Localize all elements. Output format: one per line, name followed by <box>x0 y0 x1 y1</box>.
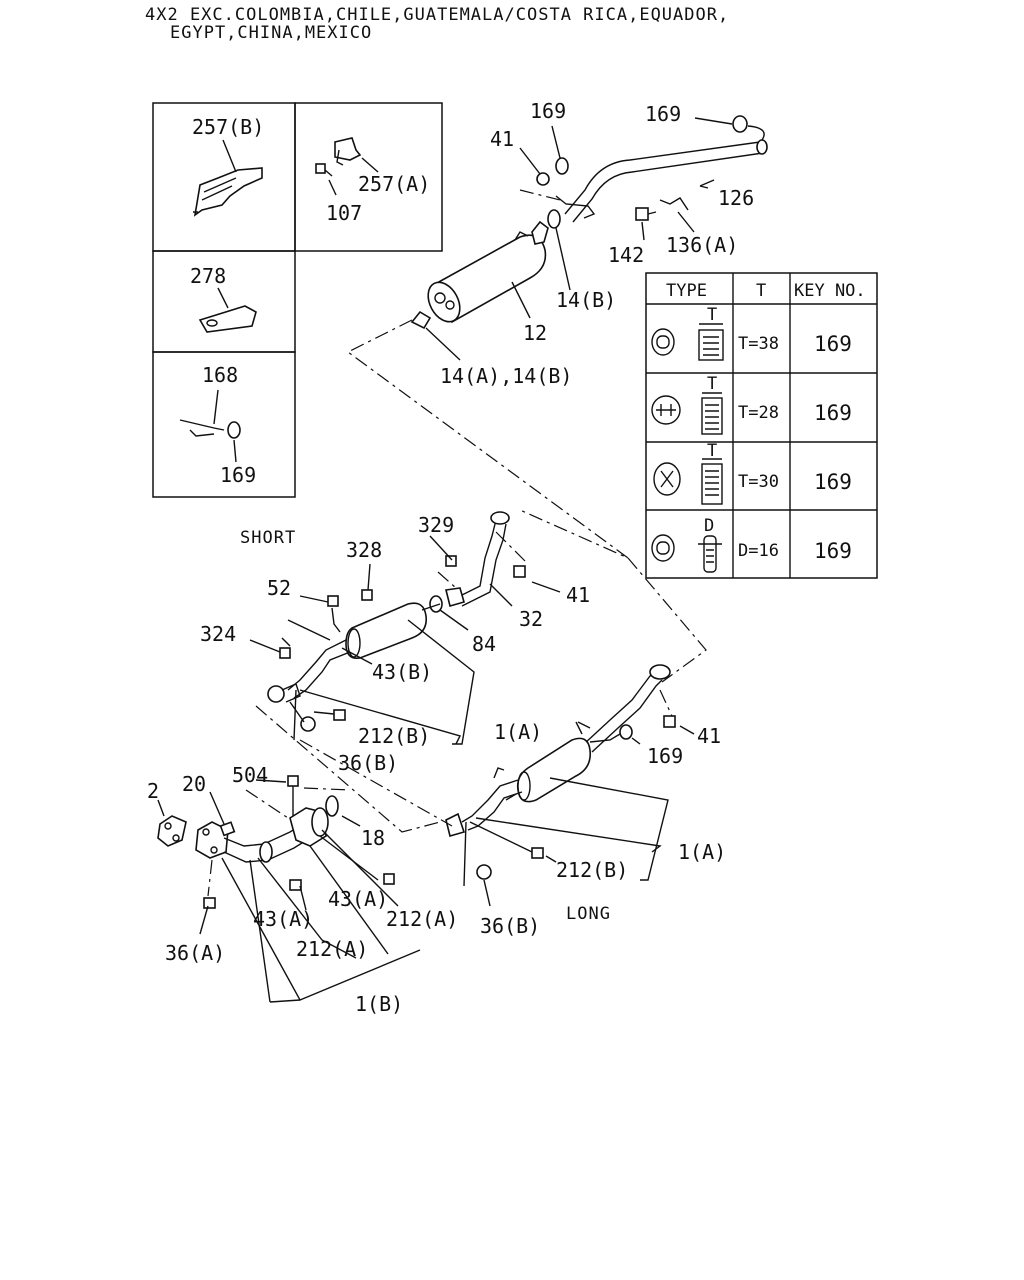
label-257b: 257(B) <box>192 115 264 139</box>
table-header-key: KEY NO. <box>794 281 866 301</box>
header-line-2: EGYPT,CHINA,MEXICO <box>170 23 372 43</box>
table-row: D D=16 169 <box>651 516 852 573</box>
label-18: 18 <box>361 826 385 850</box>
table-row-spec: T=38 <box>738 334 779 354</box>
label-52: 52 <box>267 576 291 600</box>
table-row-key: 169 <box>814 401 852 425</box>
label-257a: 257(A) <box>358 172 430 196</box>
label-12: 12 <box>523 321 547 345</box>
hanger-type-table: TYPE T KEY NO. T T=38 169 T T=28 169 <box>645 272 878 579</box>
label-1b: 1(B) <box>355 992 403 1016</box>
label-169-top-b: 169 <box>645 102 681 126</box>
table-row: T T=28 169 <box>651 374 852 435</box>
label-169-top-a: 169 <box>530 99 566 123</box>
inset-panel: 257(B) 257(A) 107 278 168 169 <box>152 102 443 498</box>
label-1a-long: 1(A) <box>678 840 726 864</box>
long-assembly-drawing <box>255 664 695 907</box>
label-20: 20 <box>182 772 206 796</box>
header-line-1: 4X2 EXC.COLOMBIA,CHILE,GUATEMALA/COSTA R… <box>145 5 729 25</box>
label-504: 504 <box>232 763 268 787</box>
label-107: 107 <box>326 201 362 225</box>
table-row-key: 169 <box>814 470 852 494</box>
label-84: 84 <box>472 632 496 656</box>
label-36a: 36(A) <box>165 941 225 965</box>
table-header-t: T <box>756 281 766 301</box>
label-142: 142 <box>608 243 644 267</box>
table-row-dim: T <box>707 441 717 461</box>
table-row-key: 169 <box>814 539 852 563</box>
clamp-257a-drawing <box>315 137 379 196</box>
label-41-short: 41 <box>566 583 590 607</box>
label-168: 168 <box>202 363 238 387</box>
table-row-key: 169 <box>814 332 852 356</box>
label-36b-long: 36(B) <box>480 914 540 938</box>
label-278: 278 <box>190 264 226 288</box>
label-329: 329 <box>418 513 454 537</box>
table-row-dim: D <box>704 516 714 536</box>
label-41-long: 41 <box>697 724 721 748</box>
label-43a-left: 43(A) <box>253 907 313 931</box>
rear-muffler-drawing <box>346 115 768 683</box>
table-row: T T=30 169 <box>653 441 852 505</box>
table-row-dim: T <box>707 305 717 325</box>
label-324: 324 <box>200 622 236 646</box>
bracket-257b-drawing <box>193 139 263 217</box>
label-169-long: 169 <box>647 744 683 768</box>
label-212a-right: 212(A) <box>386 907 458 931</box>
table-row: T T=38 169 <box>651 305 852 361</box>
table-row-spec: T=30 <box>738 472 779 492</box>
short-assembly-drawing <box>249 511 561 745</box>
label-328: 328 <box>346 538 382 562</box>
label-212a-left: 212(A) <box>296 937 368 961</box>
label-212b-short: 212(B) <box>358 724 430 748</box>
label-126: 126 <box>718 186 754 210</box>
label-long: LONG <box>566 904 611 924</box>
label-212b-long: 212(B) <box>556 858 628 882</box>
label-32: 32 <box>519 607 543 631</box>
label-43b: 43(B) <box>372 660 432 684</box>
label-41-top: 41 <box>490 127 514 151</box>
label-2: 2 <box>147 779 159 803</box>
table-row-spec: T=28 <box>738 403 779 423</box>
hanger-168-drawing <box>179 389 241 463</box>
table-header-type: TYPE <box>666 281 707 301</box>
label-136a: 136(A) <box>666 233 738 257</box>
table-row-spec: D=16 <box>738 541 779 561</box>
label-169-inset: 169 <box>220 463 256 487</box>
label-short: SHORT <box>240 528 296 548</box>
label-14b: 14(B) <box>556 288 616 312</box>
front-pipe-drawing <box>157 775 421 1003</box>
label-43a-right: 43(A) <box>328 887 388 911</box>
label-36b-short: 36(B) <box>338 751 398 775</box>
bracket-278-drawing <box>198 287 257 333</box>
label-1a-short: 1(A) <box>494 720 542 744</box>
label-14a-14b: 14(A),14(B) <box>440 364 572 388</box>
table-row-dim: T <box>707 374 717 394</box>
